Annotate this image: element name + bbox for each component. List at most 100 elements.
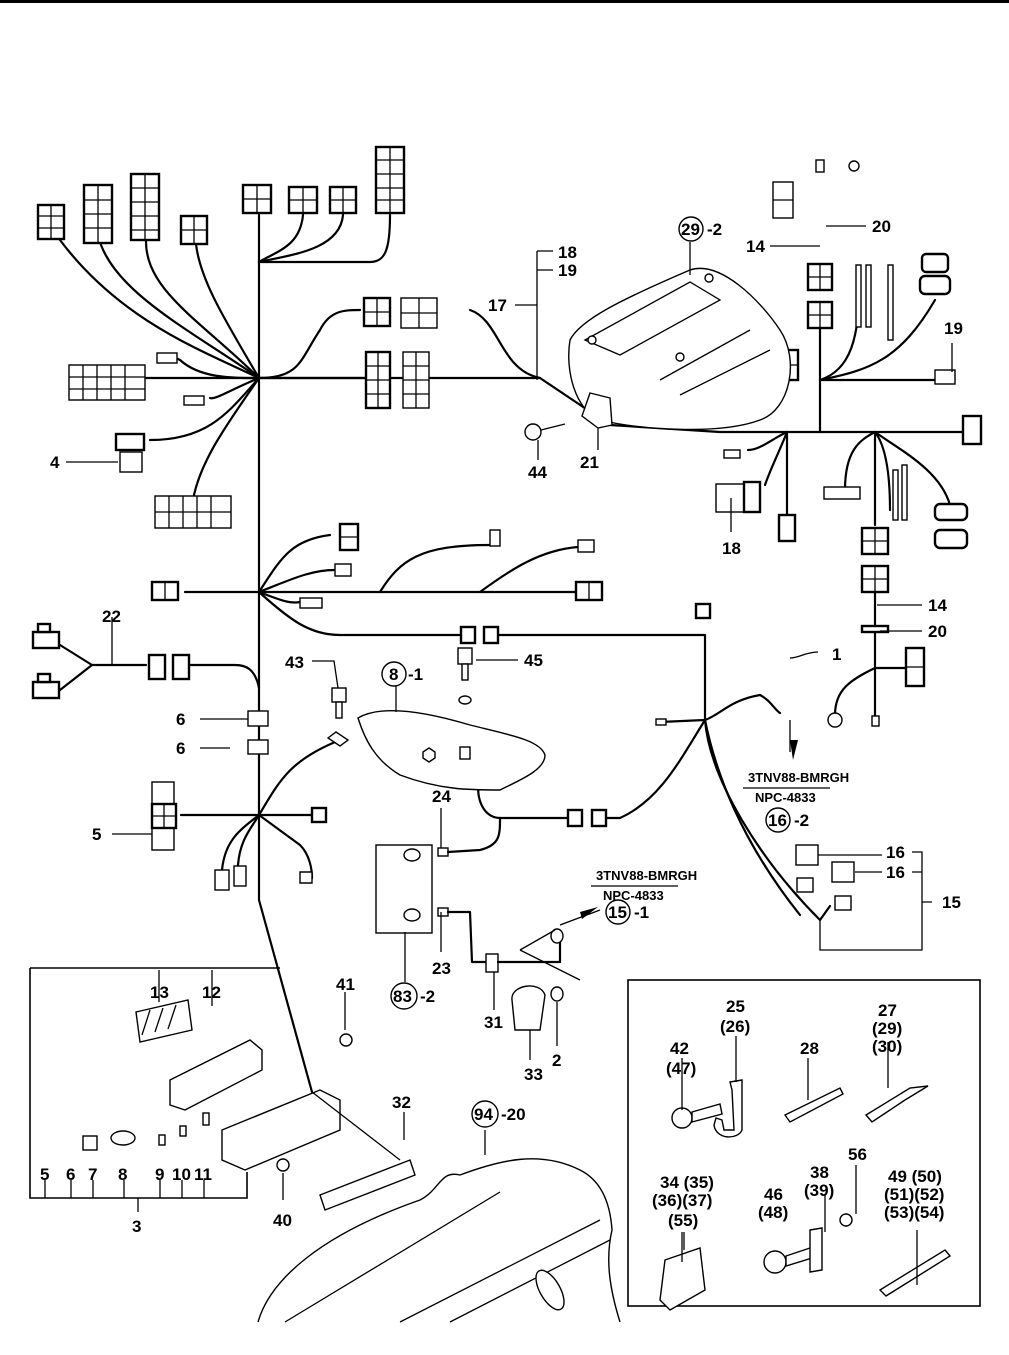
callout-23: 23 <box>432 959 451 978</box>
connector <box>808 302 832 328</box>
ref-29-2: 29 -2 <box>679 217 722 241</box>
kit-item-label: 8 <box>118 1165 127 1184</box>
callout-20: 20 <box>872 217 891 236</box>
ref-number: 8 <box>389 665 398 684</box>
callout-5: 5 <box>92 825 101 844</box>
callout-41: 41 <box>336 975 355 994</box>
kit-item-label: 9 <box>155 1165 164 1184</box>
callout-14: 14 <box>746 237 765 256</box>
inset-label: (48) <box>758 1203 788 1222</box>
inset-label: (29) <box>872 1019 902 1038</box>
connector <box>716 482 760 512</box>
ref-suffix: -1 <box>408 665 423 684</box>
inset-label: (51)(52) <box>884 1185 944 1204</box>
connector <box>84 185 112 243</box>
callout-2: 2 <box>552 1051 561 1070</box>
ref-number: 94 <box>474 1105 493 1124</box>
connector <box>33 674 59 698</box>
connector <box>243 185 271 213</box>
connector <box>33 624 59 648</box>
connector <box>330 187 356 213</box>
ref-number: 16 <box>768 811 787 830</box>
connector <box>364 298 390 326</box>
inset-label: 28 <box>800 1039 819 1058</box>
connector <box>461 627 498 643</box>
connector <box>155 496 231 528</box>
callout-43: 43 <box>285 653 304 672</box>
connector <box>131 174 159 240</box>
callout-4: 4 <box>50 453 60 472</box>
inset-label: (26) <box>720 1017 750 1036</box>
callout-16: 16 <box>886 843 905 862</box>
ref-94-20: 94 -20 <box>472 1101 526 1127</box>
callout-18: 18 <box>722 539 741 558</box>
mount-plate <box>328 648 545 790</box>
inset-label: 38 <box>810 1163 829 1182</box>
connectors <box>33 147 981 910</box>
callout-45: 45 <box>524 651 543 670</box>
inset-label: 42 <box>670 1039 689 1058</box>
connector <box>69 365 145 400</box>
callout-19: 19 <box>558 261 577 280</box>
connector <box>906 648 924 686</box>
inset-label: (47) <box>666 1059 696 1078</box>
controller-housing <box>525 268 790 440</box>
callout-33: 33 <box>524 1065 543 1084</box>
kit-item-label: 6 <box>66 1165 75 1184</box>
connector <box>366 352 390 408</box>
ref-number: 29 <box>681 220 700 239</box>
kit-item-label: 5 <box>40 1165 49 1184</box>
ref-suffix: -20 <box>501 1105 526 1124</box>
callout-6: 6 <box>176 710 185 729</box>
inset-label: 56 <box>848 1145 867 1164</box>
ref-8-1: 8 -1 <box>382 662 423 686</box>
connector <box>215 866 246 890</box>
ref-number: 83 <box>393 987 412 1006</box>
connector <box>184 396 204 405</box>
inset-label: (39) <box>804 1181 834 1200</box>
connector <box>401 298 437 328</box>
kit-item-label: 7 <box>88 1165 97 1184</box>
note-model: 3TNV88-BMRGH <box>596 868 697 883</box>
connector <box>289 187 317 213</box>
kit-item-label: 11 <box>194 1165 212 1184</box>
inset-label: 27 <box>878 1001 897 1020</box>
callout-18: 18 <box>558 243 577 262</box>
connector <box>312 808 326 822</box>
ref-suffix: -2 <box>794 811 809 830</box>
kit-item-label: 10 <box>172 1165 191 1184</box>
connector <box>696 604 710 618</box>
callout-16: 16 <box>886 863 905 882</box>
connector <box>152 782 176 850</box>
connector <box>724 450 740 458</box>
note-model: 3TNV88-BMRGH <box>748 770 849 785</box>
ref-suffix: -1 <box>634 903 649 922</box>
inset-label: (30) <box>872 1037 902 1056</box>
connector <box>773 182 793 218</box>
inset-label: 46 <box>764 1185 783 1204</box>
connector <box>963 416 981 444</box>
connector <box>824 487 860 499</box>
inset-label: 25 <box>726 997 745 1016</box>
connector <box>862 528 888 554</box>
callout-3: 3 <box>132 1217 141 1236</box>
callout-20: 20 <box>928 622 947 641</box>
connector <box>38 205 64 239</box>
connector <box>335 564 351 576</box>
connector <box>935 504 967 548</box>
relay <box>832 862 854 910</box>
connector <box>403 352 429 408</box>
connector <box>149 655 189 679</box>
chassis-frame <box>258 1034 620 1322</box>
connector <box>568 810 606 826</box>
connector <box>779 515 795 541</box>
connector <box>578 540 594 552</box>
ref-number: 15 <box>608 903 627 922</box>
callout-24: 24 <box>432 787 451 806</box>
relay <box>796 845 818 892</box>
ref-suffix: -2 <box>420 987 435 1006</box>
connector <box>490 530 500 546</box>
callout-44: 44 <box>528 463 547 482</box>
connector <box>816 160 859 172</box>
